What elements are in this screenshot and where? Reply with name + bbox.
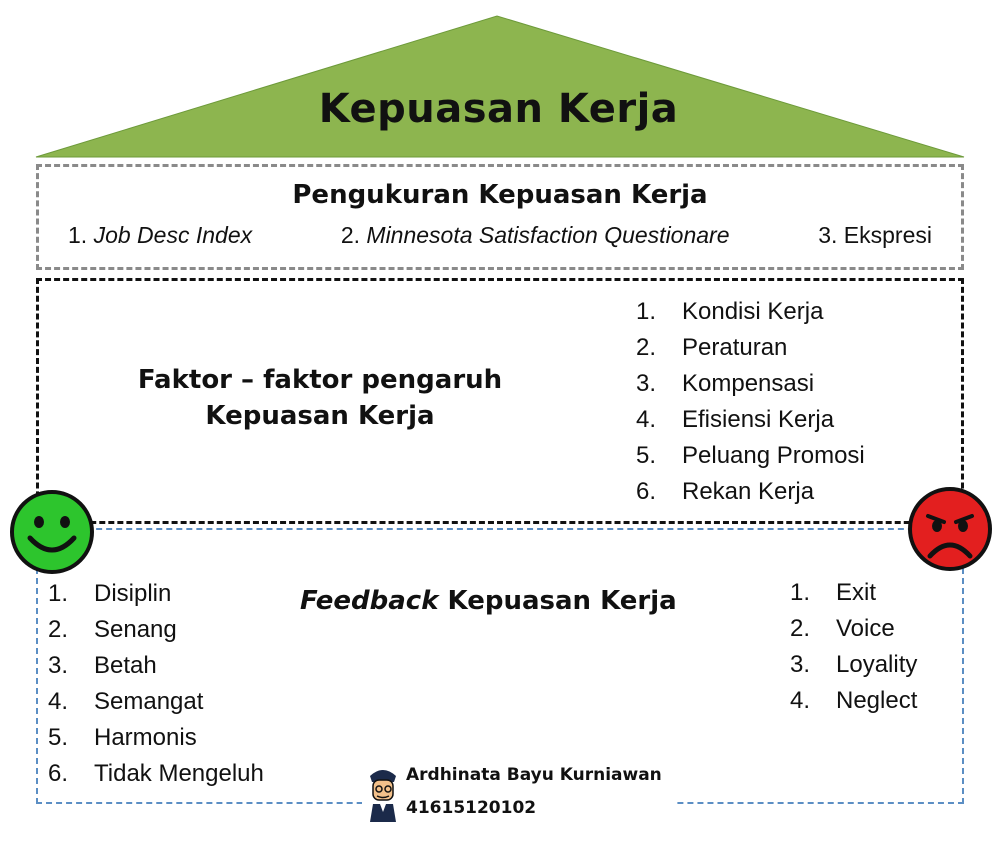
measurement-list: 1. Job Desc Index 2. Minnesota Satisfact…	[40, 222, 960, 249]
list-item: 6.Tidak Mengeluh	[48, 760, 264, 787]
list-item: 1.Exit	[790, 579, 877, 606]
list-item: 5.Peluang Promosi	[636, 442, 865, 469]
list-item: 2.Peraturan	[636, 334, 788, 361]
author-name: Ardhinata Bayu Kurniawan	[406, 765, 662, 785]
list-item: 5.Harmonis	[48, 724, 197, 751]
sad-face-icon	[908, 487, 992, 571]
feedback-title: Feedback Kepuasan Kerja	[300, 586, 677, 616]
author-avatar-icon	[370, 770, 396, 822]
list-item: 2.Senang	[48, 616, 177, 643]
measurement-box	[36, 164, 964, 270]
happy-face-icon	[10, 490, 94, 574]
measurement-item: 2. Minnesota Satisfaction Questionare	[340, 222, 730, 248]
measurement-item: 1. Job Desc Index	[68, 222, 253, 248]
list-item: 6.Rekan Kerja	[636, 478, 815, 505]
factors-box	[36, 278, 964, 524]
list-item: 4.Efisiensi Kerja	[636, 406, 835, 433]
measurement-item: 3. Ekspresi	[818, 222, 932, 248]
list-item: 3.Kompensasi	[636, 370, 815, 397]
author-nim: 41615120102	[406, 798, 537, 818]
list-item: 1.Disiplin	[48, 580, 172, 607]
list-item: 4.Semangat	[48, 688, 204, 715]
factors-title: Faktor – faktor pengaruh Kepuasan Kerja	[137, 365, 503, 431]
list-item: 3.Betah	[48, 652, 157, 679]
negative-feedback-list: 1.Exit 2.Voice 3.Loyality 4.Neglect	[790, 575, 917, 719]
roof-title: Kepuasan Kerja	[318, 86, 679, 132]
list-item: 4.Neglect	[790, 687, 918, 714]
list-item: 1.Kondisi Kerja	[636, 298, 824, 325]
roof-triangle	[35, 15, 965, 158]
author-badge: Ardhinata Bayu Kurniawan 41615120102	[362, 760, 674, 826]
measurement-title: Pengukuran Kepuasan Kerja	[292, 180, 708, 210]
list-item: 2.Voice	[790, 615, 895, 642]
factors-list: 1.Kondisi Kerja 2.Peraturan 3.Kompensasi…	[636, 294, 865, 510]
positive-feedback-list: 1.Disiplin 2.Senang 3.Betah 4.Semangat 5…	[48, 576, 264, 792]
list-item: 3.Loyality	[790, 651, 918, 678]
